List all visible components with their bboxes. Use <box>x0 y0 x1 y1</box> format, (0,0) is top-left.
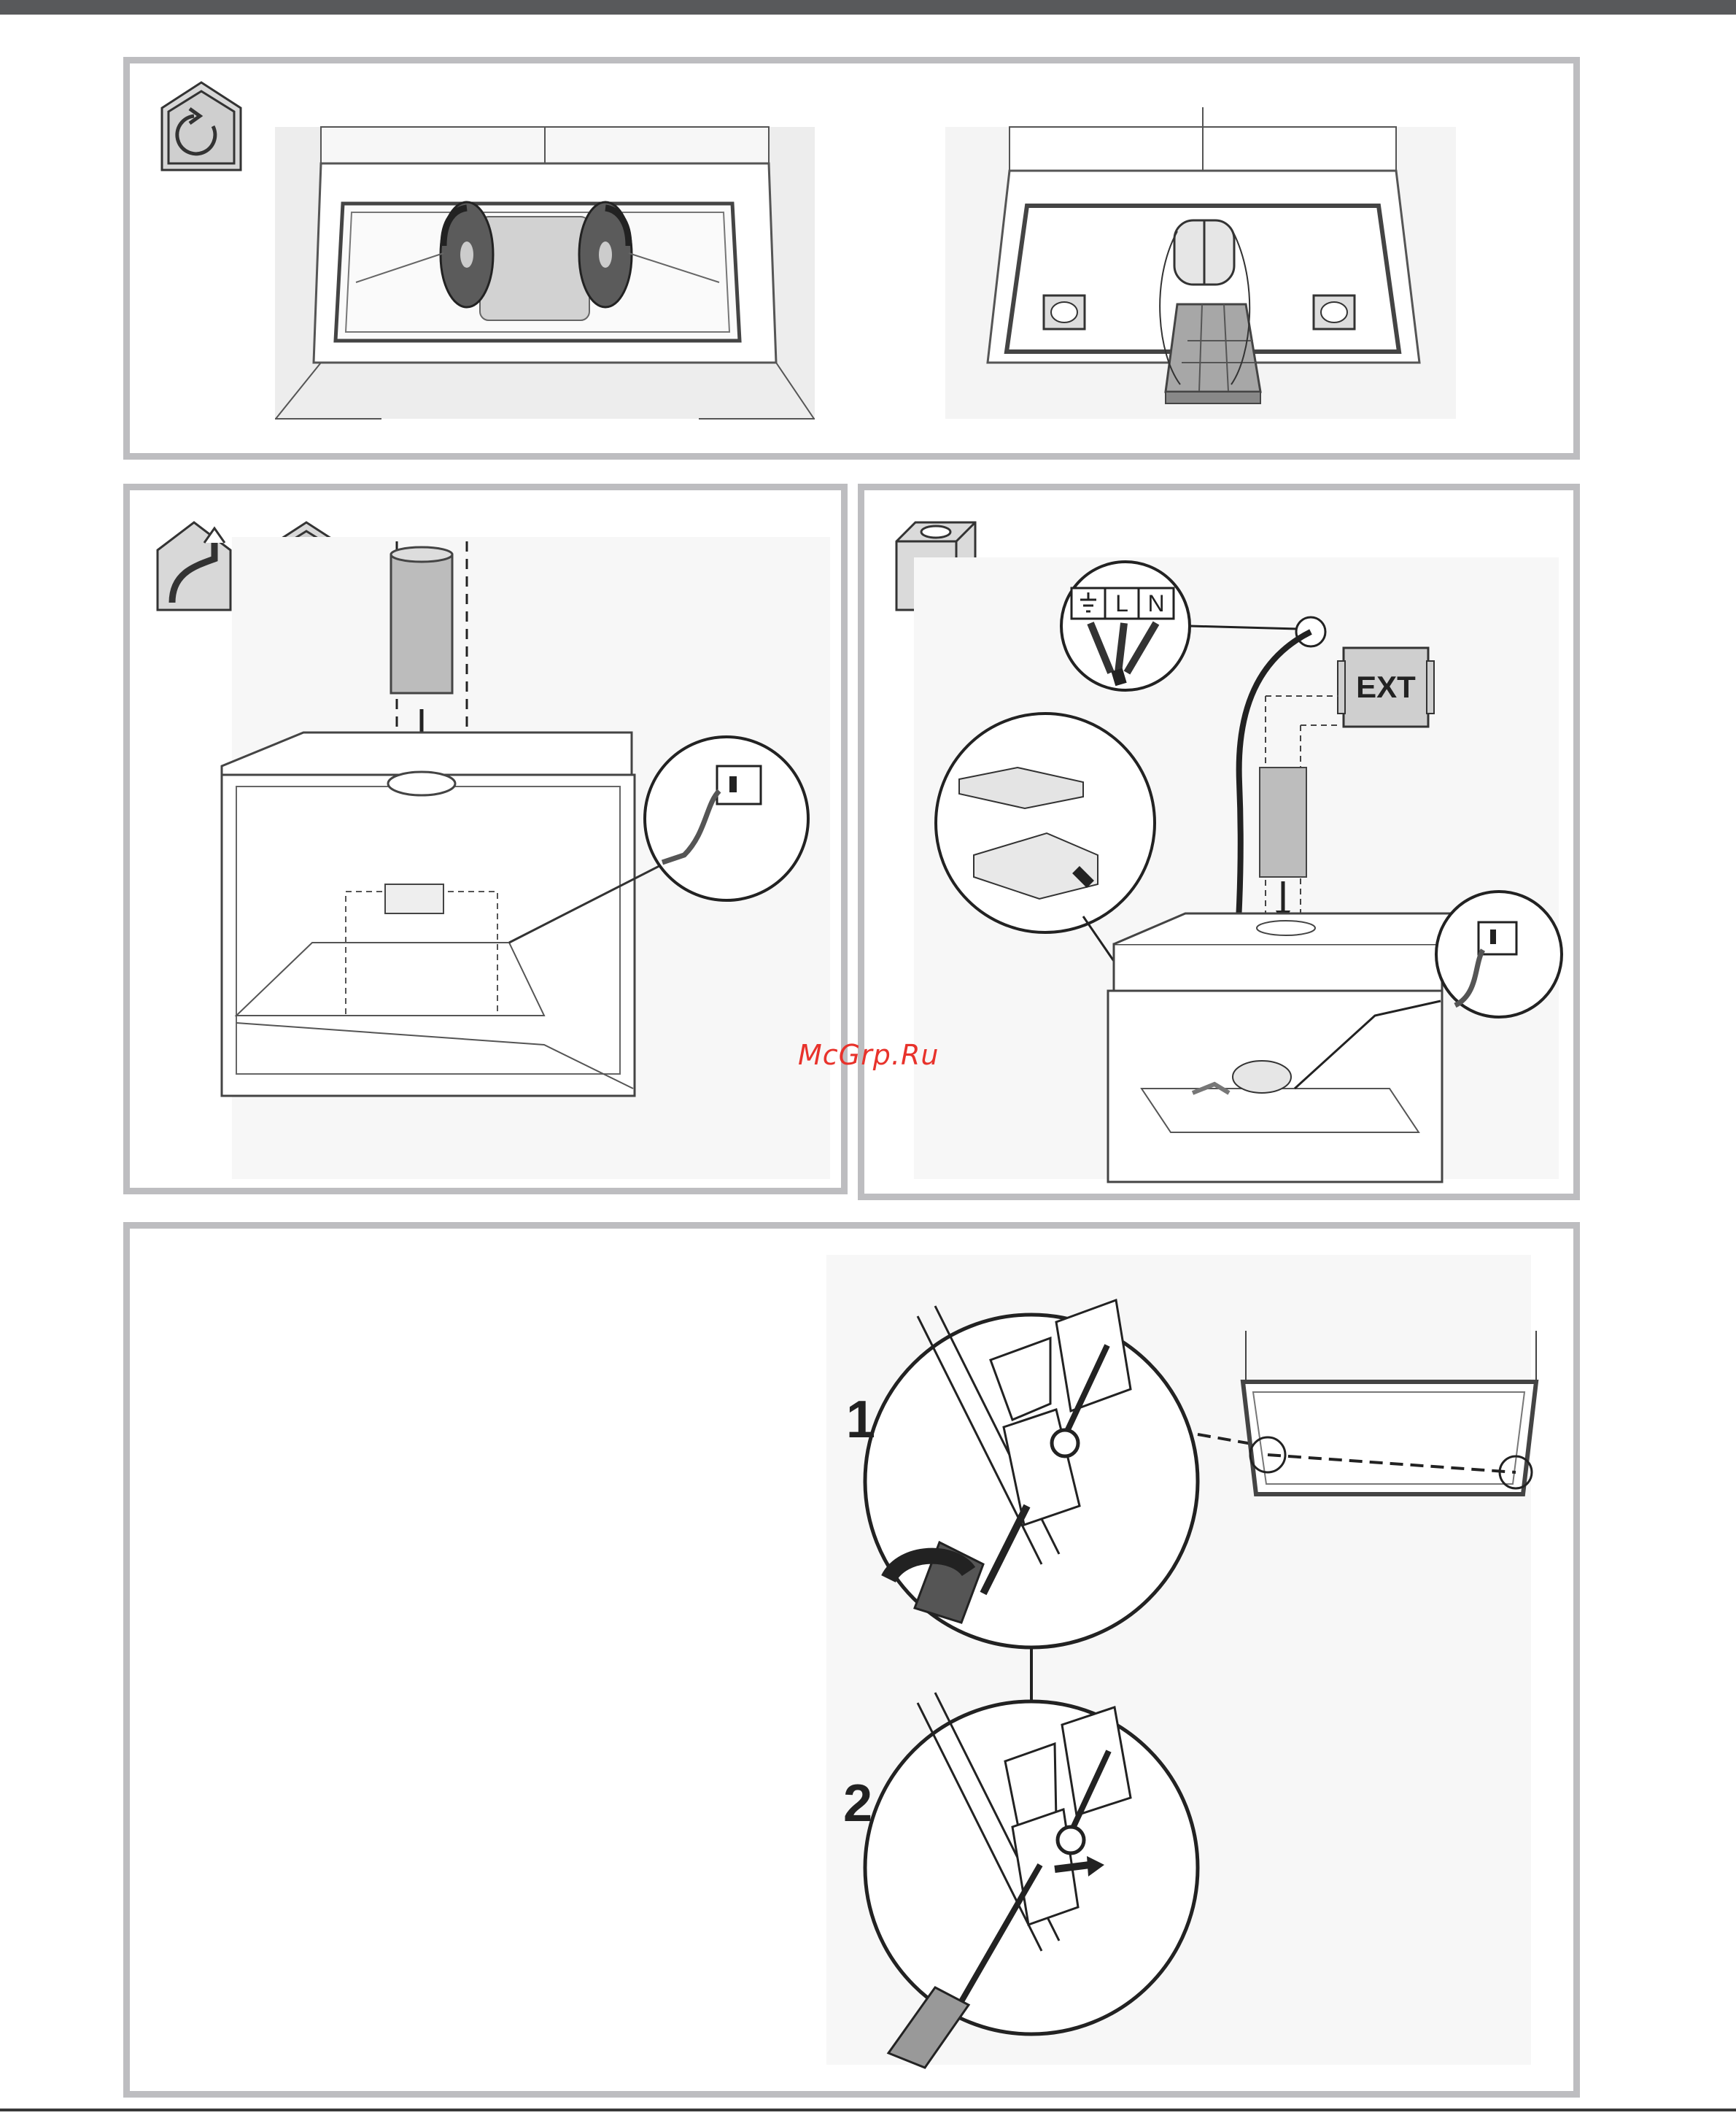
panel3-drawing: L N EXT <box>864 490 1573 1194</box>
watermark-text: McGrp.Ru <box>798 1039 939 1071</box>
cabinet-with-duct-drawing <box>222 537 830 1179</box>
panel2-drawing <box>130 490 841 1188</box>
step-2-label: 2 <box>843 1774 872 1833</box>
panel-external-motor-wiring: L N EXT <box>858 484 1580 1200</box>
step-1-label: 1 <box>846 1391 875 1449</box>
panel-ducting-installation <box>123 484 848 1194</box>
wiring-drawing: L N EXT <box>914 557 1573 1182</box>
ext-motor-label: EXT <box>1356 670 1416 704</box>
frame-release-drawing: 1 2 <box>826 1255 1536 2068</box>
hood-grease-filter-drawing <box>945 107 1456 419</box>
hood-carbon-filters-drawing <box>275 127 815 419</box>
panel4-drawing: 1 2 <box>130 1229 1573 2091</box>
wiring-label-n: N <box>1147 590 1164 617</box>
panel1-drawing <box>130 63 1573 453</box>
panel-filter-frame-release: 1 2 <box>123 1222 1580 2098</box>
top-header-bar <box>0 0 1736 15</box>
recirculation-icon <box>162 82 241 170</box>
ducting-icon <box>158 522 230 610</box>
panel-recirculation-filters <box>123 57 1580 460</box>
bottom-rule <box>0 2109 1736 2111</box>
wiring-label-l: L <box>1115 590 1128 617</box>
